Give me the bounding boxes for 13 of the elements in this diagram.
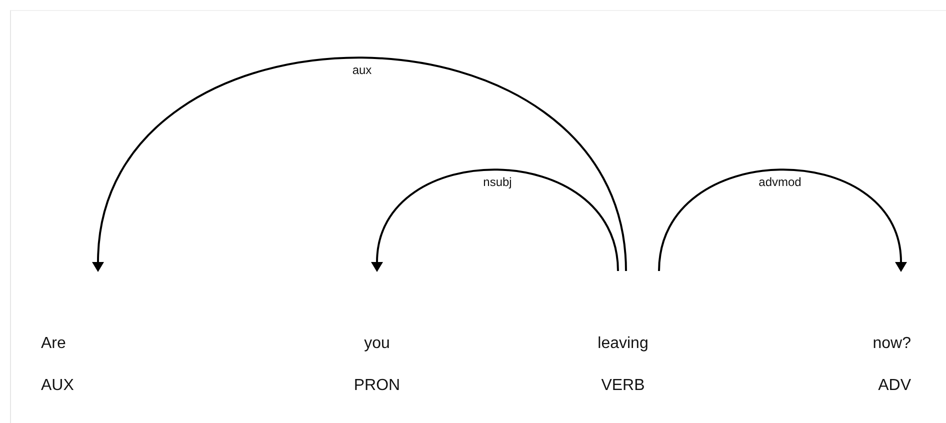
edge-label: nsubj (481, 175, 514, 189)
token-word: leaving (598, 335, 648, 353)
part-of-speech-tag: PRON (354, 377, 400, 395)
dependency-arc (92, 56, 627, 272)
dependency-arc (371, 168, 619, 272)
token-word: now? (872, 335, 911, 353)
dependency-arc (658, 168, 907, 272)
token-word: Are (41, 335, 66, 353)
token-word: you (364, 335, 390, 353)
part-of-speech-tag: AUX (41, 377, 74, 395)
edge-label: advmod (756, 175, 804, 189)
part-of-speech-tag: ADV (878, 377, 911, 395)
part-of-speech-tag: VERB (601, 377, 645, 395)
